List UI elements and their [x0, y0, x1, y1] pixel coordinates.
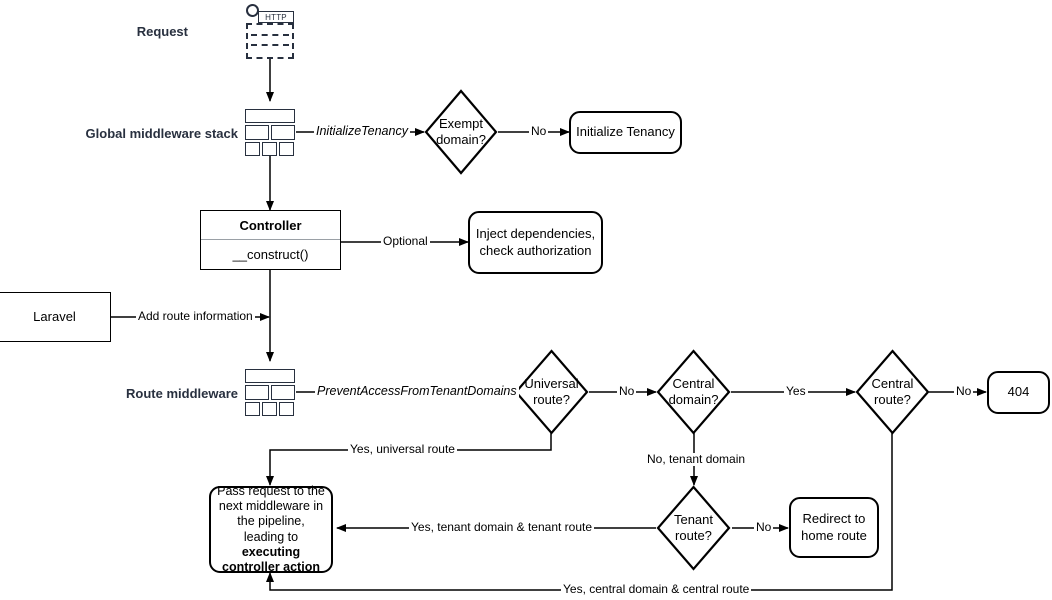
node-controller[interactable]: Controller __construct() — [200, 210, 341, 270]
decision-line-1: Universal — [524, 375, 579, 391]
edge-label-add-route-information: Add route information — [136, 309, 255, 324]
decision-line-1: Central — [871, 375, 914, 391]
edge-label-no-tenant-domain: No, tenant domain — [645, 452, 748, 467]
decision-central-route-label: Central route? — [855, 349, 930, 435]
decision-central-domain[interactable]: Central domain? — [656, 349, 731, 435]
edge-universal-yes-to-pass-request — [266, 430, 552, 486]
http-request-icon: HTTP — [246, 4, 296, 60]
decision-line-2: route? — [533, 392, 570, 407]
http-body-dashed — [246, 23, 294, 59]
decision-tenant-route[interactable]: Tenant route? — [656, 485, 731, 571]
edge-label-central-route-no: No — [954, 384, 974, 399]
edge-label-yes-tenant-domain-tenant-route: Yes, tenant domain & tenant route — [409, 520, 595, 535]
decision-exempt-domain[interactable]: Exempt domain? — [424, 89, 498, 175]
controller-construct-method: __construct() — [232, 247, 309, 262]
node-laravel-label: Laravel — [33, 308, 76, 324]
diamond-shape — [656, 485, 731, 571]
node-inject-dependencies[interactable]: Inject dependencies, check authorization — [468, 211, 603, 274]
decision-line-1: Exempt — [438, 115, 484, 131]
node-laravel[interactable]: Laravel — [0, 292, 111, 342]
node-redirect-line-2: home route — [801, 527, 867, 543]
http-circle-icon — [246, 4, 259, 17]
decision-line-2: route? — [874, 392, 911, 407]
label-global-middleware-stack: Global middleware stack — [85, 126, 238, 141]
edge-label-yes-central-domain-central-route: Yes, central domain & central route — [561, 582, 752, 597]
controller-title: Controller — [201, 211, 340, 240]
middleware-stack-icon-route — [245, 369, 295, 416]
node-inject-line-2: check authorization — [479, 242, 592, 258]
diamond-shape — [514, 349, 589, 435]
decision-tenant-route-label: Tenant route? — [656, 485, 731, 571]
diamond-shape — [424, 89, 498, 175]
edge-label-optional: Optional — [381, 234, 430, 249]
pass-request-text: Pass request to the next middleware in t… — [217, 483, 325, 544]
edge-label-prevent-access-middleware: PreventAccessFromTenantDomains — [315, 384, 519, 399]
decision-central-route[interactable]: Central route? — [855, 349, 930, 435]
decision-universal-route-label: Universal route? — [514, 349, 589, 435]
decision-exempt-domain-label: Exempt domain? — [424, 89, 498, 175]
decision-central-domain-label: Central domain? — [656, 349, 731, 435]
decision-universal-route[interactable]: Universal route? — [514, 349, 589, 435]
edge-label-universal-no: No — [617, 384, 637, 399]
node-inject-line-1: Inject dependencies, — [475, 226, 596, 242]
edge-label-tenant-route-no: No — [754, 520, 774, 535]
node-redirect-line-1: Redirect to — [802, 511, 866, 527]
edge-label-initialize-tenancy-middleware: InitializeTenancy — [314, 124, 410, 139]
node-pass-request-to-next-middleware[interactable]: Pass request to the next middleware in t… — [209, 483, 333, 574]
node-404[interactable]: 404 — [987, 371, 1050, 414]
diamond-shape — [855, 349, 930, 435]
pass-request-emphasis: executing controller action — [222, 544, 320, 574]
decision-line-1: Central — [672, 375, 715, 391]
edge-label-exempt-no: No — [529, 124, 549, 139]
decision-line-2: route? — [675, 528, 712, 543]
node-redirect-home-route[interactable]: Redirect to home route — [789, 497, 879, 558]
node-initialize-tenancy[interactable]: Initialize Tenancy — [569, 111, 682, 154]
http-tab-label: HTTP — [258, 11, 294, 23]
decision-line-1: Tenant — [673, 511, 714, 527]
label-route-middleware: Route middleware — [126, 386, 238, 401]
node-initialize-tenancy-label: Initialize Tenancy — [576, 124, 675, 140]
edge-label-central-domain-yes: Yes — [784, 384, 808, 399]
middleware-stack-icon-global — [245, 109, 295, 156]
decision-line-2: domain? — [668, 392, 719, 407]
decision-line-2: domain? — [436, 132, 486, 147]
label-request: Request — [136, 24, 188, 39]
node-404-label: 404 — [1007, 384, 1030, 400]
edge-label-yes-universal-route: Yes, universal route — [348, 442, 457, 457]
diamond-shape — [656, 349, 731, 435]
